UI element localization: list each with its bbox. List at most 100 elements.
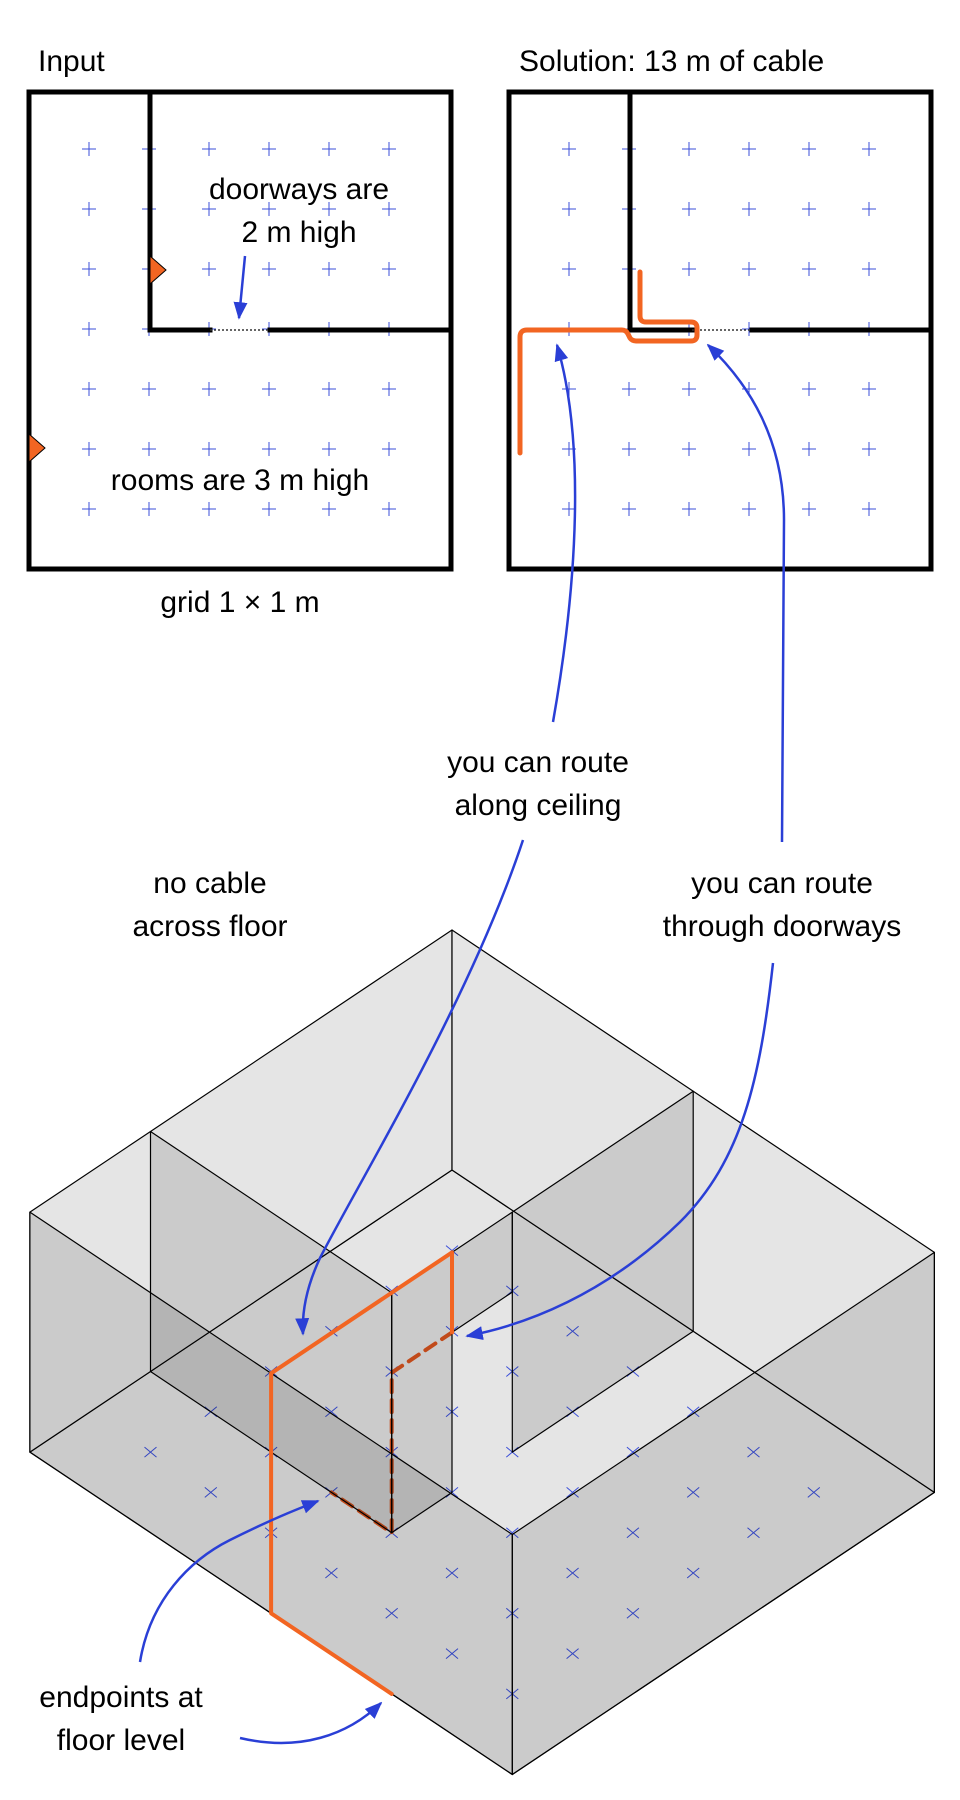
grid-cross xyxy=(802,142,816,156)
grid-cross xyxy=(562,202,576,216)
doorways-callout-line2: through doorways xyxy=(663,910,901,943)
ceiling-callout-line1: you can route xyxy=(447,746,629,779)
floor-grid-mark xyxy=(505,1527,519,1539)
floor-grid-mark xyxy=(686,1406,700,1418)
grid-cross xyxy=(862,382,876,396)
grid-cross xyxy=(82,262,96,276)
doorway-arrow-plan xyxy=(706,343,786,843)
grid-cross xyxy=(142,502,156,516)
grid-cross xyxy=(742,262,756,276)
grid-cross xyxy=(382,202,396,216)
doorways-callout-line1: you can route xyxy=(691,867,873,900)
grid-cross xyxy=(562,502,576,516)
solution-floor-plan xyxy=(506,89,934,572)
floor-grid-mark xyxy=(747,1446,760,1458)
floor-grid-mark xyxy=(566,1567,579,1579)
floor-grid-mark xyxy=(566,1648,579,1659)
grid-cross xyxy=(322,382,336,396)
solution-title: Solution: 13 m of cable xyxy=(519,45,824,78)
grid-cross xyxy=(82,142,96,156)
grid-cross xyxy=(802,202,816,216)
grid-cross xyxy=(322,202,336,216)
grid-cross xyxy=(202,382,216,396)
grid-cross xyxy=(742,202,756,216)
floor-grid-mark xyxy=(566,1325,579,1337)
grid-cross xyxy=(142,382,156,396)
grid-cross xyxy=(202,142,216,156)
doorway-note-line1: doorways are xyxy=(209,173,389,206)
grid-cross xyxy=(382,502,396,516)
doorway-arrow xyxy=(233,255,248,320)
endpoints-callout-line2: floor level xyxy=(57,1724,185,1757)
grid-cross xyxy=(862,262,876,276)
grid-marks xyxy=(82,142,396,516)
doorway-note-line2: 2 m high xyxy=(241,216,356,249)
floor-grid-mark xyxy=(626,1607,640,1619)
floor-grid-mark xyxy=(204,1487,218,1498)
floor-grid-mark xyxy=(445,1567,459,1579)
grid-cross xyxy=(622,442,636,456)
ceiling-callout-line2: along ceiling xyxy=(455,789,622,822)
floor-grid-mark xyxy=(325,1567,338,1579)
input-title: Input xyxy=(38,45,105,78)
grid-cross xyxy=(562,142,576,156)
cable-route xyxy=(517,269,700,456)
grid-cross xyxy=(382,262,396,276)
grid-cross xyxy=(382,442,396,456)
grid-cross xyxy=(322,502,336,516)
grid-cross xyxy=(682,262,696,276)
inner-wall xyxy=(147,89,454,333)
grid-cross xyxy=(742,442,756,456)
grid-cross xyxy=(682,442,696,456)
floor-grid-mark xyxy=(626,1446,640,1458)
grid-cross xyxy=(742,142,756,156)
input-floor-plan: doorways are 2 m high rooms are 3 m high… xyxy=(26,89,454,619)
grid-cross xyxy=(802,262,816,276)
floor-grid-mark xyxy=(807,1487,821,1498)
grid-cross xyxy=(262,142,276,156)
grid-cross xyxy=(742,502,756,516)
cable-route-3d xyxy=(269,1250,454,1696)
grid-cross xyxy=(82,442,96,456)
grid-cross xyxy=(202,442,216,456)
grid-cross xyxy=(82,322,96,336)
grid-cross xyxy=(622,382,636,396)
isometric-view xyxy=(29,929,936,1776)
endpoint-marker xyxy=(28,432,46,464)
doorway-arrow-3d xyxy=(465,962,775,1340)
grid-cross xyxy=(262,382,276,396)
ceiling-arrow-3d xyxy=(295,839,525,1336)
endpoint-arrow-1 xyxy=(138,1499,320,1663)
grid-cross xyxy=(262,442,276,456)
endpoint-marker xyxy=(149,254,167,286)
grid-cross xyxy=(682,502,696,516)
grid-cross xyxy=(202,502,216,516)
floor-callout-line1: no cable xyxy=(153,867,266,900)
grid-cross xyxy=(82,382,96,396)
grid-cross xyxy=(802,502,816,516)
grid-cross xyxy=(322,262,336,276)
grid-cross xyxy=(322,442,336,456)
floor-grid-mark xyxy=(686,1567,700,1579)
grid-cross xyxy=(682,382,696,396)
endpoints-callout-line1: endpoints at xyxy=(39,1681,203,1714)
floor-grid-mark xyxy=(747,1527,760,1539)
floor-grid-mark xyxy=(445,1648,459,1659)
grid-cross xyxy=(262,502,276,516)
ceiling-arrow-plan xyxy=(551,343,577,723)
grid-cross xyxy=(682,142,696,156)
grid-cross xyxy=(862,142,876,156)
floor-callout-line2: across floor xyxy=(132,910,287,943)
grid-cross xyxy=(382,382,396,396)
floor-grid-mark xyxy=(626,1527,640,1539)
grid-cross xyxy=(142,442,156,456)
grid-cross xyxy=(262,202,276,216)
floor-grid-mark xyxy=(686,1487,700,1498)
grid-cross xyxy=(682,202,696,216)
floor-grid-mark xyxy=(385,1607,399,1619)
grid-cross xyxy=(862,202,876,216)
grid-cross xyxy=(802,382,816,396)
grid-cross xyxy=(322,142,336,156)
grid-cross xyxy=(802,442,816,456)
